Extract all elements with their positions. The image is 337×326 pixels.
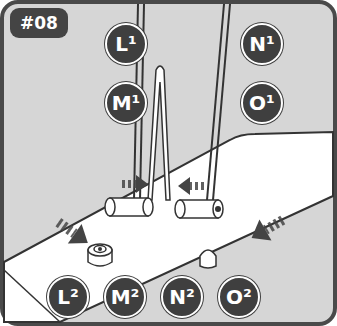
arrow	[50, 211, 95, 252]
part-label: O²	[226, 287, 252, 307]
part-label-circle: M¹	[105, 82, 147, 124]
dome-cap	[200, 250, 216, 268]
frame	[2, 2, 335, 324]
step-number: #08	[20, 15, 58, 32]
part-label: M¹	[112, 93, 141, 113]
part-label-circle: L¹	[105, 23, 147, 65]
part-label-circle: O¹	[241, 82, 283, 124]
arrow	[120, 175, 148, 193]
arrow	[178, 177, 206, 195]
part-label: N¹	[249, 34, 275, 54]
part-label-circle: O²	[218, 276, 260, 318]
step-tag: #08	[10, 8, 68, 38]
screw-cap	[88, 244, 112, 266]
part-label: L²	[57, 287, 79, 307]
part-label: O¹	[249, 93, 275, 113]
part-label-circle: L²	[47, 276, 89, 318]
part-label-circle: N²	[161, 276, 203, 318]
part-label: L¹	[115, 34, 137, 54]
left-cylinder	[105, 198, 153, 216]
arrow	[246, 209, 291, 249]
part-label: M²	[111, 287, 140, 307]
right-cylinder	[175, 200, 223, 218]
part-label-circle: M²	[104, 276, 146, 318]
part-label: N²	[169, 287, 195, 307]
part-label-circle: N¹	[241, 23, 283, 65]
center-wedge	[148, 66, 170, 200]
